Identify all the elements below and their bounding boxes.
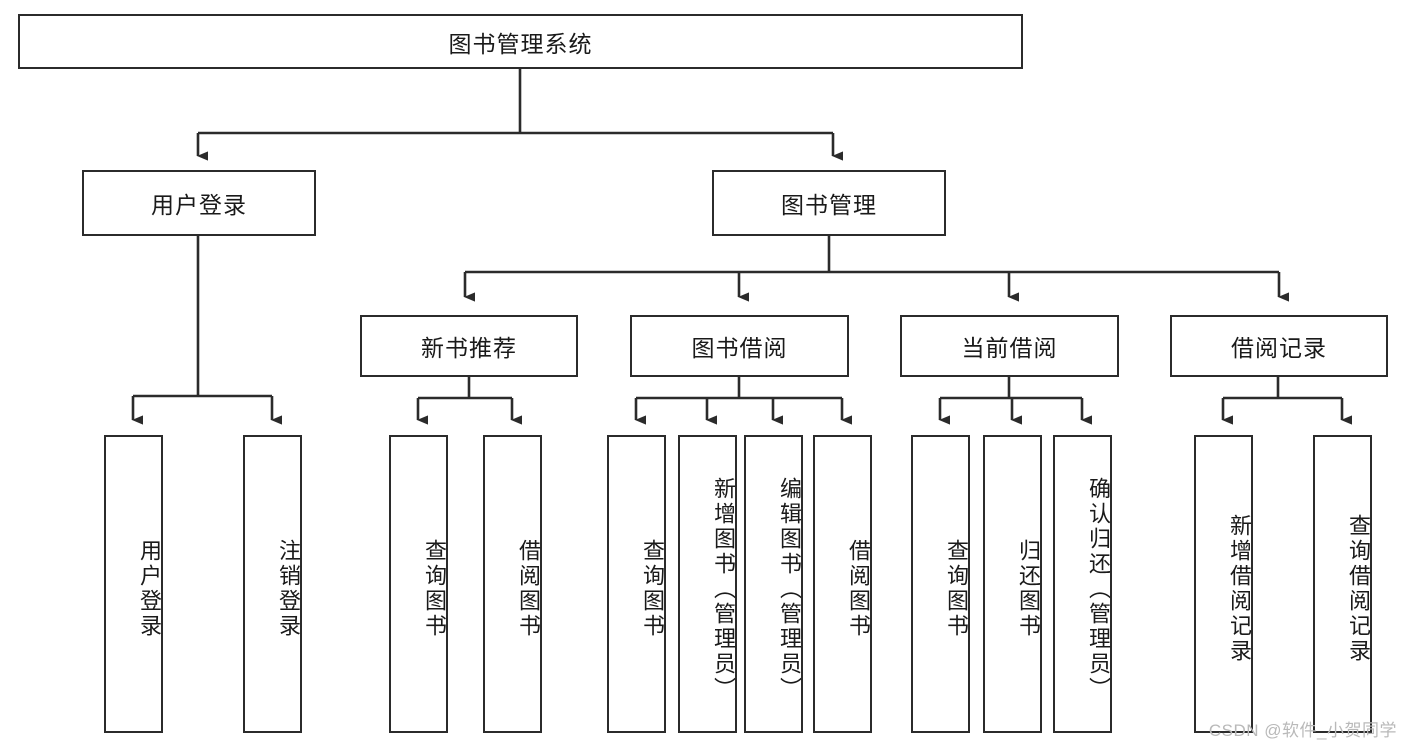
node-book-management[interactable]: 图书管理 bbox=[712, 170, 946, 236]
node-label: 借阅记录 bbox=[1231, 335, 1327, 361]
node-label: 确认归还（管理员） bbox=[1086, 476, 1111, 702]
node-label: 新书推荐 bbox=[421, 335, 517, 361]
node-label: 新增图书（管理员） bbox=[711, 476, 736, 702]
leaf-borrow-edit-book-admin[interactable]: 编辑图书（管理员） bbox=[744, 435, 803, 733]
node-book-borrow[interactable]: 图书借阅 bbox=[630, 315, 849, 377]
leaf-user-login-signout[interactable]: 注销登录 bbox=[243, 435, 302, 733]
node-label: 用户登录 bbox=[137, 539, 162, 639]
node-label: 借阅图书 bbox=[516, 539, 541, 639]
leaf-recommend-borrow-book[interactable]: 借阅图书 bbox=[483, 435, 542, 733]
node-label: 用户登录 bbox=[151, 192, 247, 218]
leaf-current-return-book[interactable]: 归还图书 bbox=[983, 435, 1042, 733]
node-root-system[interactable]: 图书管理系统 bbox=[18, 14, 1023, 69]
node-label: 查询图书 bbox=[422, 539, 447, 639]
node-label: 查询图书 bbox=[640, 539, 665, 639]
node-current-borrow[interactable]: 当前借阅 bbox=[900, 315, 1119, 377]
leaf-record-add-record[interactable]: 新增借阅记录 bbox=[1194, 435, 1253, 733]
node-label: 图书管理系统 bbox=[448, 30, 593, 57]
leaf-user-login-signin[interactable]: 用户登录 bbox=[104, 435, 163, 733]
leaf-borrow-borrow-book[interactable]: 借阅图书 bbox=[813, 435, 872, 733]
node-user-login[interactable]: 用户登录 bbox=[82, 170, 316, 236]
node-label: 注销登录 bbox=[276, 539, 301, 639]
node-label: 图书管理 bbox=[781, 192, 877, 218]
node-new-book-recommend[interactable]: 新书推荐 bbox=[360, 315, 578, 377]
watermark: CSDN @软件_小贺同学 bbox=[1208, 721, 1397, 740]
node-label: 归还图书 bbox=[1016, 539, 1041, 639]
leaf-borrow-query-book[interactable]: 查询图书 bbox=[607, 435, 666, 733]
leaf-current-query-book[interactable]: 查询图书 bbox=[911, 435, 970, 733]
node-label: 图书借阅 bbox=[691, 335, 788, 361]
node-label: 查询图书 bbox=[944, 539, 969, 639]
leaf-current-confirm-return-admin[interactable]: 确认归还（管理员） bbox=[1053, 435, 1112, 733]
node-label: 编辑图书（管理员） bbox=[777, 476, 802, 702]
leaf-recommend-query-book[interactable]: 查询图书 bbox=[389, 435, 448, 733]
node-label: 查询借阅记录 bbox=[1346, 514, 1371, 664]
leaf-borrow-add-book-admin[interactable]: 新增图书（管理员） bbox=[678, 435, 737, 733]
node-label: 新增借阅记录 bbox=[1227, 514, 1252, 664]
node-label: 借阅图书 bbox=[846, 539, 871, 639]
node-borrow-record[interactable]: 借阅记录 bbox=[1170, 315, 1388, 377]
node-label: 当前借阅 bbox=[961, 335, 1058, 361]
leaf-record-query-record[interactable]: 查询借阅记录 bbox=[1313, 435, 1372, 733]
